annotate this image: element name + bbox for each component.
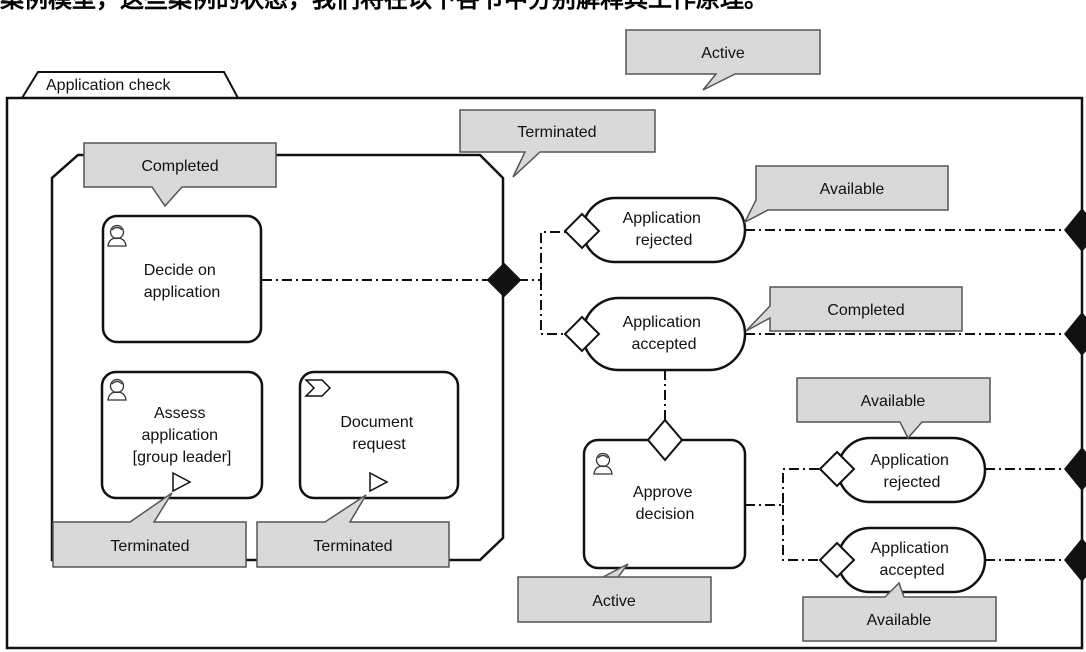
callout-text: Terminated bbox=[517, 124, 596, 141]
callout-text: Available bbox=[867, 612, 932, 629]
exit-criterion-stage bbox=[486, 262, 522, 298]
stage-shape bbox=[50, 153, 505, 562]
case-plan bbox=[5, 71, 1084, 650]
entry-criterion-rejected-top bbox=[563, 212, 601, 250]
milestone-application-accepted-top[interactable]: Application accepted bbox=[581, 296, 747, 372]
task-label: Decide on application bbox=[144, 262, 221, 301]
task-document-request[interactable]: Document request bbox=[298, 370, 460, 500]
callout-text: Active bbox=[701, 45, 745, 62]
callout-rejected-top-available bbox=[743, 165, 949, 224]
entry-criterion-rejected-bottom bbox=[818, 450, 856, 488]
callout-approve-available bbox=[796, 377, 991, 440]
callout-text: Active bbox=[592, 593, 636, 610]
callout-stage-terminated bbox=[459, 109, 656, 178]
callout-text: Completed bbox=[141, 158, 218, 175]
milestone-label: Application rejected bbox=[623, 210, 706, 249]
milestone-label: Application accepted bbox=[623, 314, 706, 353]
process-task-icon bbox=[304, 379, 332, 397]
exit-criterion-case-3 bbox=[1064, 447, 1086, 491]
callout-approve-active bbox=[517, 563, 712, 623]
milestone-label: Application accepted bbox=[871, 540, 954, 579]
task-label: Approve decision bbox=[633, 484, 697, 523]
connector-approve-to-rejected bbox=[745, 468, 820, 506]
milestone-application-accepted-bottom[interactable]: Application accepted bbox=[836, 526, 987, 594]
callout-decide-completed bbox=[83, 142, 277, 208]
task-label: Assess application [group leader] bbox=[133, 405, 232, 466]
callout-accepted-top-completed bbox=[745, 286, 963, 332]
callout-text: Available bbox=[820, 181, 885, 198]
connector-approve-to-accepted bbox=[782, 505, 820, 561]
callout-text: Completed bbox=[827, 302, 904, 319]
callout-text: Terminated bbox=[110, 538, 189, 555]
callout-case-active bbox=[625, 29, 821, 91]
callout-text: Available bbox=[861, 393, 926, 410]
entry-criterion-accepted-top bbox=[563, 315, 601, 353]
milestone-label: Application rejected bbox=[871, 452, 954, 491]
milestone-application-rejected-top[interactable]: Application rejected bbox=[581, 196, 747, 264]
connectors bbox=[262, 229, 1066, 561]
connector-to-accepted-top bbox=[540, 280, 566, 335]
exit-criterion-case-4 bbox=[1064, 538, 1086, 582]
manual-activation-icon bbox=[172, 471, 192, 493]
exit-criterion-case-2 bbox=[1064, 312, 1086, 356]
callout-accepted-bottom-available bbox=[802, 581, 997, 642]
entry-criterion-approve bbox=[646, 418, 684, 462]
task-assess-application[interactable]: Assess application [group leader] bbox=[100, 370, 264, 500]
callout-text: Terminated bbox=[313, 538, 392, 555]
case-plan-tab-label: Application check bbox=[46, 77, 172, 94]
connector-to-rejected-top bbox=[518, 231, 566, 281]
callout-assess-terminated bbox=[52, 492, 247, 568]
manual-activation-icon bbox=[369, 471, 389, 493]
exit-criterion-case-1 bbox=[1064, 208, 1086, 252]
milestone-application-rejected-bottom[interactable]: Application rejected bbox=[836, 436, 987, 504]
task-label: Document request bbox=[340, 414, 417, 453]
task-decide-on-application[interactable]: Decide on application bbox=[101, 214, 263, 344]
entry-criterion-accepted-bottom bbox=[818, 541, 856, 579]
callout-document-terminated bbox=[256, 494, 450, 568]
header-caption-text: 案例模型，这些案例的状态，我们将在以下各节中分别解释其工作原理。 bbox=[0, 0, 960, 14]
